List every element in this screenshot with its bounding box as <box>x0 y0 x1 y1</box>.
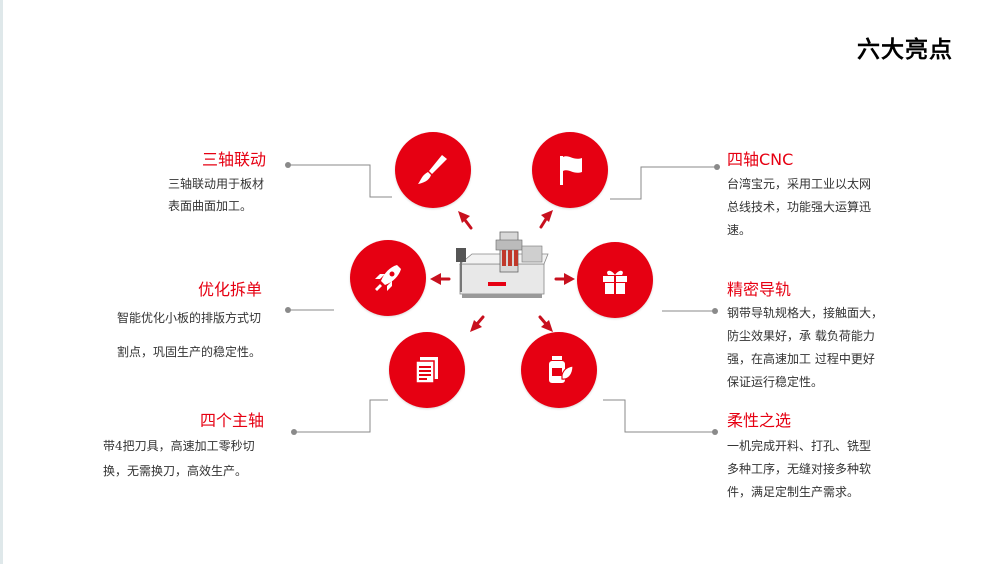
feature-circle-6 <box>521 332 597 408</box>
left-edge-rule <box>0 0 3 564</box>
rocket-icon <box>375 265 401 291</box>
gift-box-icon <box>603 270 627 294</box>
document-icon <box>415 357 438 384</box>
feature-title-optimize: 优化拆单 <box>198 280 263 299</box>
feature-circle-2 <box>532 132 608 208</box>
feature-desc-optimize: 智能优化小板的排版方式切 割点，巩固生产的稳定性。 <box>117 311 262 359</box>
feature-title-flexible: 柔性之选 <box>727 411 792 430</box>
feature-title-precision-rail: 精密导轨 <box>727 280 792 299</box>
feature-title-three-axis: 三轴联动 <box>202 150 267 169</box>
feature-circle-5 <box>389 332 465 408</box>
flag-icon <box>560 156 582 185</box>
cnc-machine-image <box>456 231 549 298</box>
feature-circle-4 <box>577 242 653 318</box>
paintbrush-icon <box>418 155 447 184</box>
page-title: 六大亮点 <box>857 37 953 63</box>
feature-circle-1 <box>395 132 471 208</box>
feature-desc-precision-rail: 钢带导轨规格大，接触面大， 防尘效果好，承 载负荷能力 强，在高速加工 过程中更… <box>727 306 884 389</box>
feature-title-spindles: 四个主轴 <box>200 411 265 430</box>
feature-circle-3 <box>350 240 426 316</box>
bottle-leaf-icon <box>549 356 574 383</box>
feature-desc-spindles: 带4把刀具，高速加工零秒切 换，无需换刀，高效生产。 <box>103 439 255 478</box>
feature-desc-three-axis: 三轴联动用于板材 表面曲面加工。 <box>168 177 265 213</box>
feature-desc-four-axis-cnc: 台湾宝元，采用工业以太网 总线技术，功能强大运算迅 速。 <box>727 177 872 237</box>
feature-title-four-axis-cnc: 四轴CNC <box>727 150 794 169</box>
feature-desc-flexible: 一机完成开料、打孔、铣型 多种工序，无缝对接多种软 件，满足定制生产需求。 <box>727 439 872 499</box>
